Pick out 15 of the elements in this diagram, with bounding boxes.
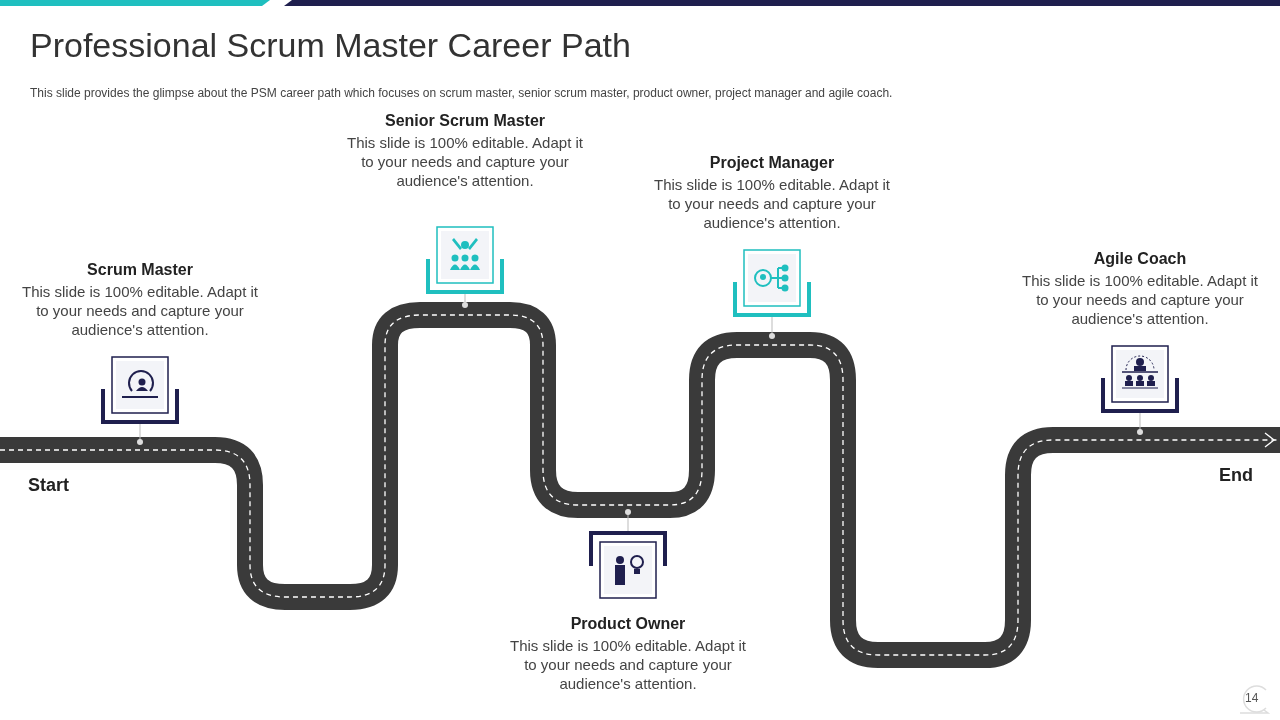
start-label: Start xyxy=(28,475,69,496)
milestone-title: Product Owner xyxy=(569,615,687,633)
end-label: End xyxy=(1219,465,1253,486)
milestone-title: Agile Coach xyxy=(1092,250,1188,268)
milestone-title: Senior Scrum Master xyxy=(383,112,547,130)
milestone-description: This slide is 100% editable. Adapt it to your needs and capture your audience's attention. xyxy=(1021,271,1259,328)
milestone-description: This slide is 100% editable. Adapt it to your needs and capture your audience's attention. xyxy=(346,133,584,190)
page-number: 14 xyxy=(1245,691,1259,705)
milestone-title: Scrum Master xyxy=(86,261,194,279)
milestone-title: Project Manager xyxy=(708,154,836,172)
milestone-description: This slide is 100% editable. Adapt it to your needs and capture your audience's attention. xyxy=(653,175,891,232)
milestone-description: This slide is 100% editable. Adapt it to your needs and capture your audience's attention. xyxy=(509,636,747,693)
slide-subtitle: This slide provides the glimpse about the PSM career path which focuses on scrum master, senior scrum master, product owner, project manager and agile coach. xyxy=(30,86,893,100)
slide-title: Professional Scrum Master Career Path xyxy=(30,26,631,65)
milestone-description: This slide is 100% editable. Adapt it to your needs and capture your audience's attention. xyxy=(21,282,259,339)
